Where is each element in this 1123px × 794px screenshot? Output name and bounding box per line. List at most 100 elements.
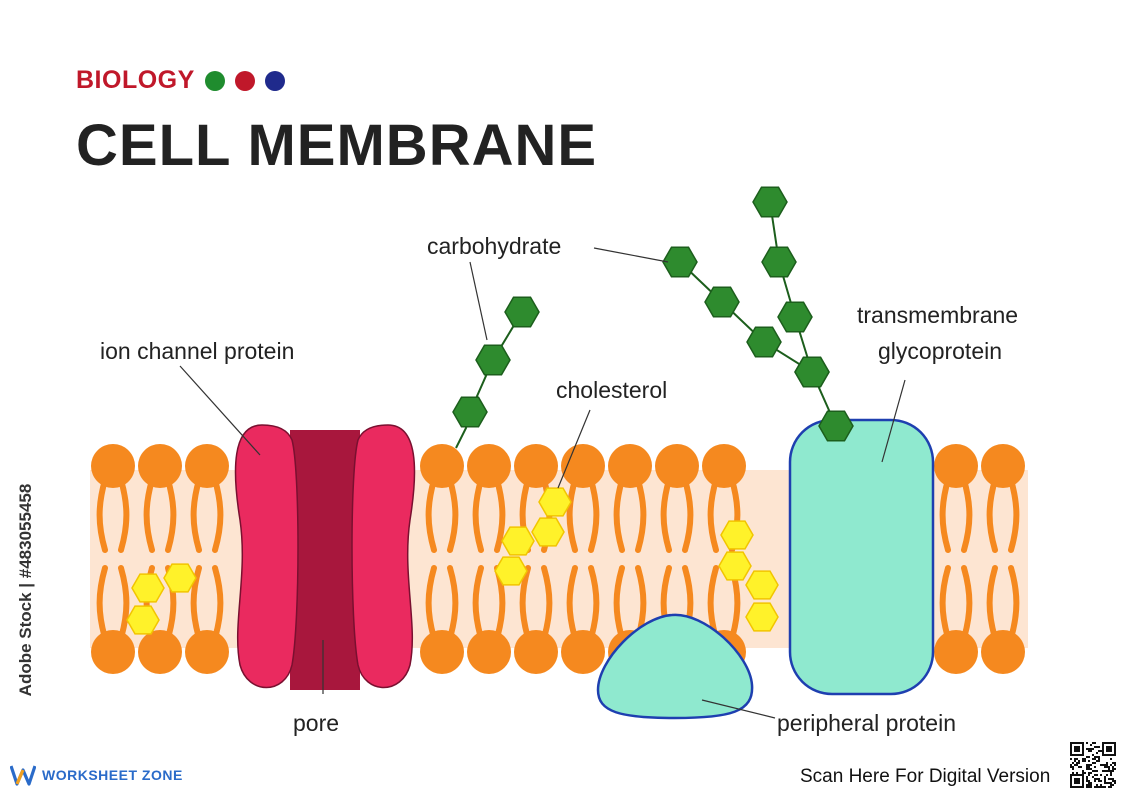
lipid-head [981,630,1025,674]
subject-header: BIOLOGY [76,66,285,95]
lipid-tail [96,477,108,553]
blue-dot [264,70,285,91]
carbohydrate-chain-b-sugar [704,286,740,318]
label-carbohydrate: carbohydrate [427,233,562,259]
scan-instruction: Scan Here For Digital Version [800,766,1051,787]
subject-label: BIOLOGY [76,66,195,94]
cholesterol-ring [163,563,197,593]
lipid-tail [588,565,600,641]
carbohydrate-chain-c-sugar [794,356,830,388]
lipid-tail [143,477,155,553]
ion-channel-right-subunit [351,424,416,689]
lipid-tail [447,477,459,553]
lipid-tail [541,565,553,641]
carbohydrate-chain-c-sugar [777,301,813,333]
lipid-head [655,444,699,488]
label-pore: pore [293,710,340,736]
red-dot [234,70,255,91]
lipid-tail [613,565,625,641]
lipid-head [138,630,182,674]
lipid-head [561,630,605,674]
lipid-head [608,444,652,488]
lipid-head [420,444,464,488]
lipid-tail [682,477,694,553]
lipid-tail [96,565,108,641]
lipid-tail [986,565,998,641]
peripheral-protein [596,613,754,720]
lipid-tail [635,477,647,553]
worksheet-zone-logo-icon [10,765,36,786]
page-title: CELL MEMBRANE [76,113,598,178]
lipid-tail [1008,565,1020,641]
lipid-head [91,444,135,488]
label-peripheral-protein: peripheral protein [777,710,957,736]
lipid-tail [986,477,998,553]
stock-id-watermark: Adobe Stock | #483055458 [16,483,35,697]
lipid-head [420,630,464,674]
cholesterol-ring [538,487,572,517]
lipid-tail [118,477,130,553]
cholesterol-ring [494,556,528,586]
lipid-tail [939,477,951,553]
leader-ion-channel [179,365,261,456]
lipid-tail [190,565,202,641]
lipid-head [934,630,978,674]
lipid-head [138,444,182,488]
green-dot [204,70,225,91]
brand-logo: WORKSHEET ZONE [10,764,183,786]
lipid-tail [1008,477,1020,553]
lipid-tail [707,477,719,553]
cholesterol-ring [126,605,160,635]
label-transmembrane: transmembrane [857,302,1019,328]
lipid-head [702,444,746,488]
lipid-tail [425,477,437,553]
cholesterol-ring [501,526,535,556]
carbohydrate-chain-b-sugar [662,246,698,278]
lipid-tail [118,565,130,641]
cholesterol-ring [531,517,565,547]
lipid-tail [961,477,973,553]
transmembrane-glycoprotein [788,418,935,696]
lipid-head [514,630,558,674]
leader-carbohydrate-b [469,261,488,341]
lipid-tail [494,477,506,553]
cholesterol-ring [131,573,165,603]
cholesterol-ring [720,520,754,550]
lipid-tail [519,565,531,641]
lipid-head [514,444,558,488]
carbohydrate-chain-c-link [769,201,813,373]
leader-carbohydrate-a [593,247,669,263]
leader-peripheral-protein [701,699,776,719]
lipid-tail [447,565,459,641]
carbohydrate-chain-c-sugar [752,186,788,218]
lipid-tail [939,565,951,641]
label-glycoprotein: glycoprotein [878,338,1003,364]
lipid-tail [566,565,578,641]
cholesterol-ring [745,570,779,600]
carbohydrate-chain-c-sugar [761,246,797,278]
leader-cholesterol [557,409,591,489]
lipid-tail [472,565,484,641]
lipid-head [91,630,135,674]
lipid-head [981,444,1025,488]
lipid-tail [472,477,484,553]
lipid-tail [190,477,202,553]
lipid-tail [588,477,600,553]
lipid-tail [613,477,625,553]
lipid-head [185,444,229,488]
brand-name: WORKSHEET ZONE [42,767,183,783]
cholesterol-ring [745,602,779,632]
lipid-tail [660,477,672,553]
ion-channel-pore [290,430,360,690]
lipid-tail [212,565,224,641]
label-ion-channel-protein: ion channel protein [100,338,295,364]
carbohydrate-chain-a-sugar [504,296,540,328]
lipid-head [467,630,511,674]
carbohydrate-chain-a-sugar [475,344,511,376]
carbohydrate-chain-a-sugar [452,396,488,428]
qr-code-icon[interactable] [1070,742,1116,788]
carbohydrate-chain-b-sugar [818,410,854,442]
lipid-head [934,444,978,488]
lipid-head [185,630,229,674]
